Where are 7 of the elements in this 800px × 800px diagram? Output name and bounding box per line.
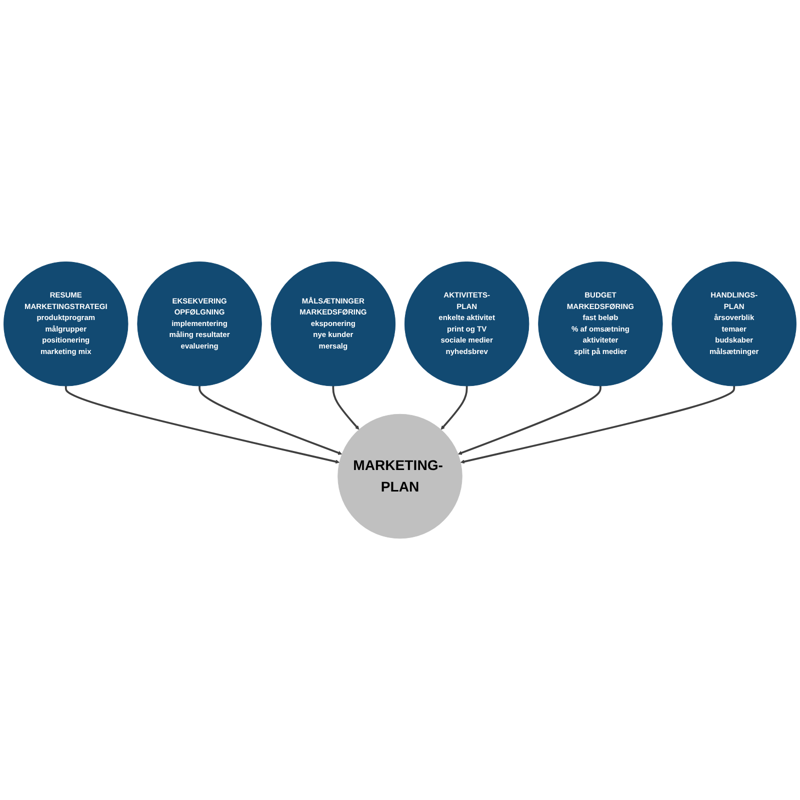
arrow — [198, 386, 342, 455]
arrow — [458, 386, 602, 455]
arrow — [332, 386, 360, 430]
node-circle: MARKETING- PLAN — [338, 414, 462, 539]
arrow — [460, 386, 736, 464]
arrow — [440, 386, 468, 430]
arrow — [64, 386, 340, 464]
